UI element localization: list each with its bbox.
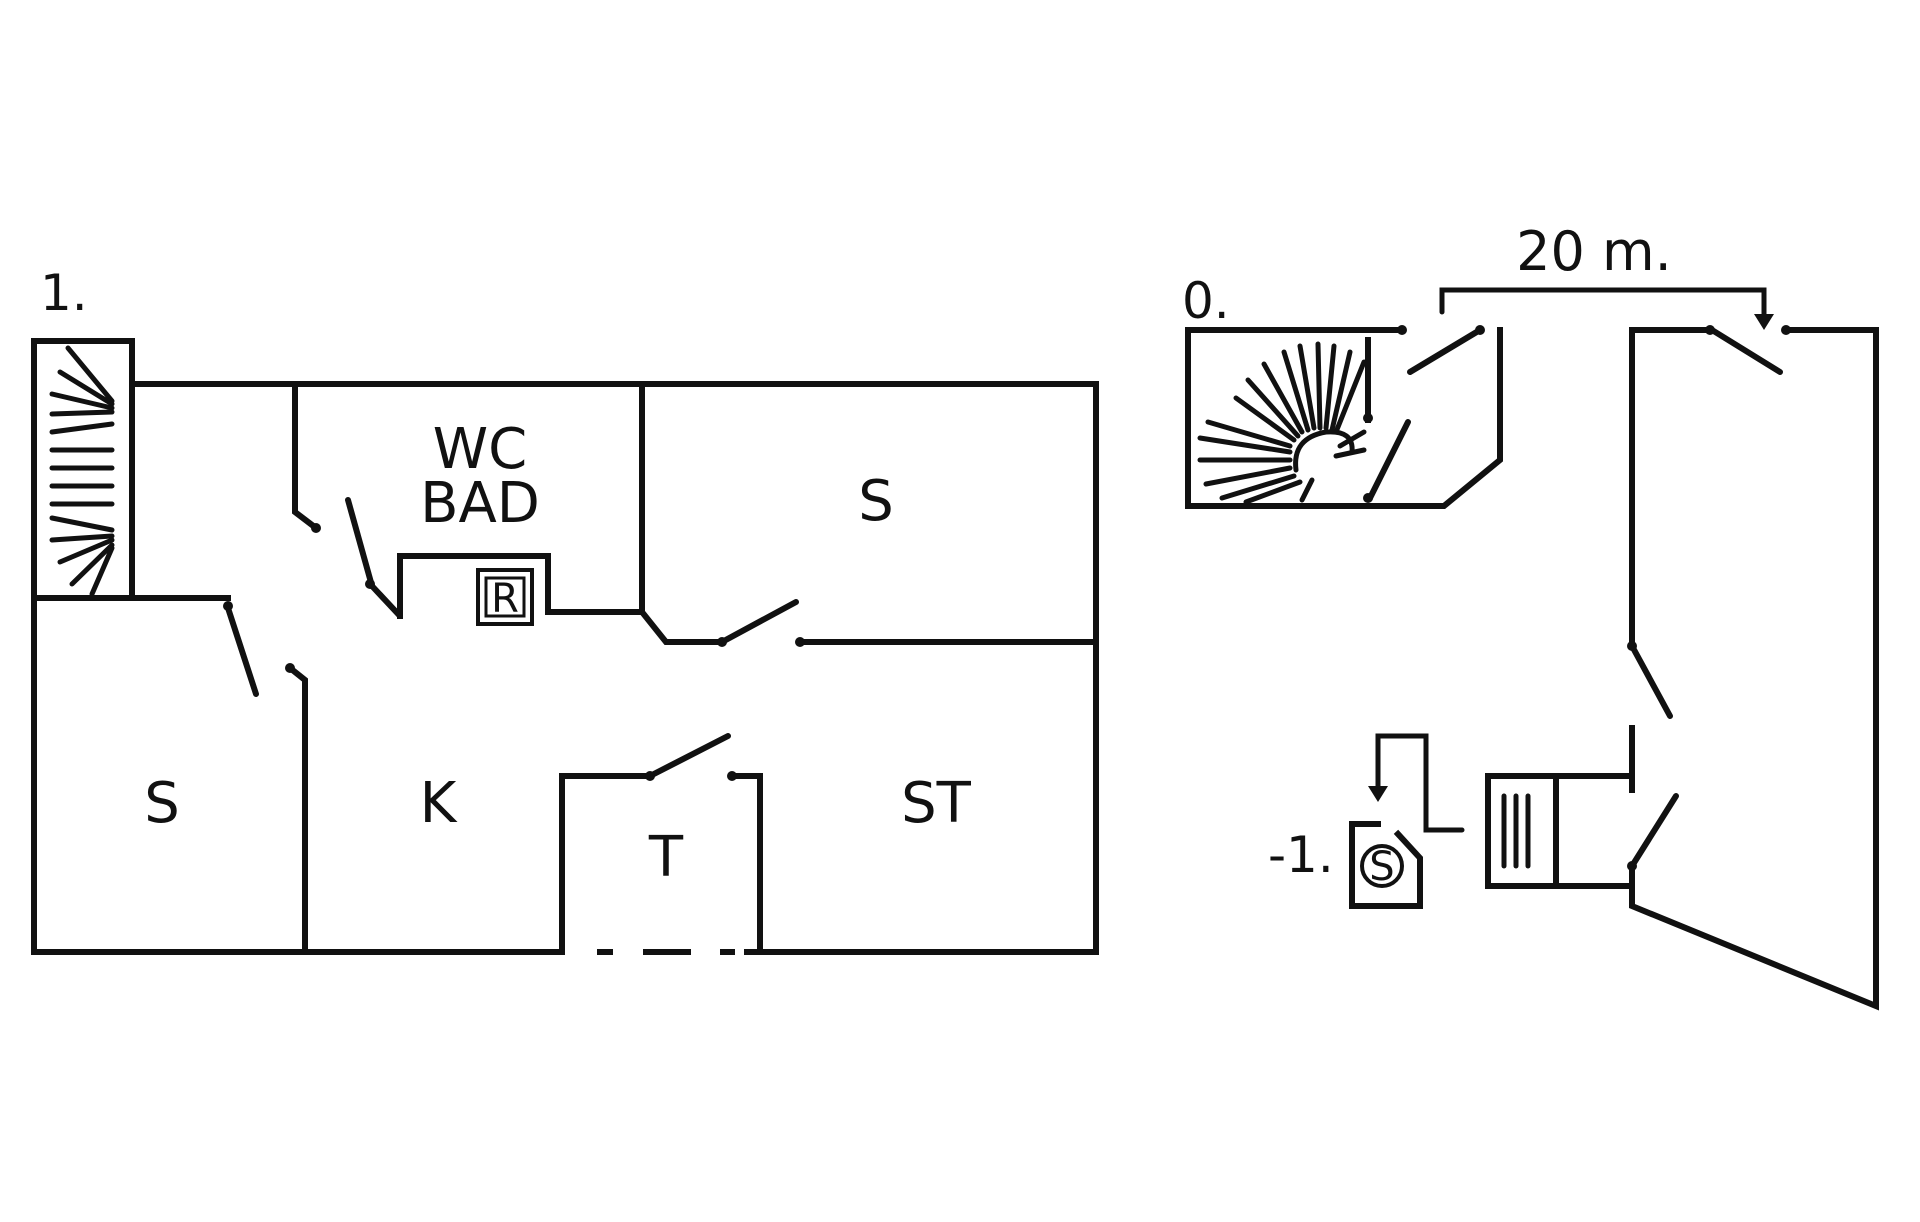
radiator-label: R	[491, 576, 519, 622]
floor-0-level-label: 0.	[1182, 272, 1230, 330]
floor-0-entry-building	[1185, 325, 1503, 509]
bad-label: BAD	[420, 471, 540, 536]
floor-1-outer-walls	[31, 381, 1099, 955]
floor-1-staircase	[31, 338, 135, 601]
terrace-label: T	[648, 825, 684, 890]
floor-1-doors	[223, 497, 805, 781]
sauna-label: S	[1369, 844, 1394, 890]
bedroom-top-label: S	[858, 469, 894, 534]
radiator-symbol: R	[476, 568, 534, 626]
floor-1-plan: 1.	[31, 264, 1099, 955]
wc-label: WC	[433, 417, 527, 482]
floor-minus-1-plan: -1. S	[1268, 733, 1465, 909]
distance-label: 20 m.	[1516, 220, 1672, 283]
floor-1-interior-walls	[129, 381, 1099, 955]
kitchen-label: K	[420, 771, 458, 836]
living-room-label: ST	[901, 771, 972, 836]
sauna-room: S	[1349, 821, 1423, 909]
floor-0-basement-stair	[1485, 773, 1635, 889]
floor-0-main-building	[1627, 325, 1879, 1011]
floor-1-level-label: 1.	[40, 264, 88, 322]
bedroom-left-label: S	[144, 771, 180, 836]
distance-dimension: 20 m.	[1439, 220, 1774, 330]
floor-0-plan: 0. 20 m.	[1182, 220, 1879, 1011]
floor-minus-1-level-label: -1.	[1268, 826, 1334, 884]
